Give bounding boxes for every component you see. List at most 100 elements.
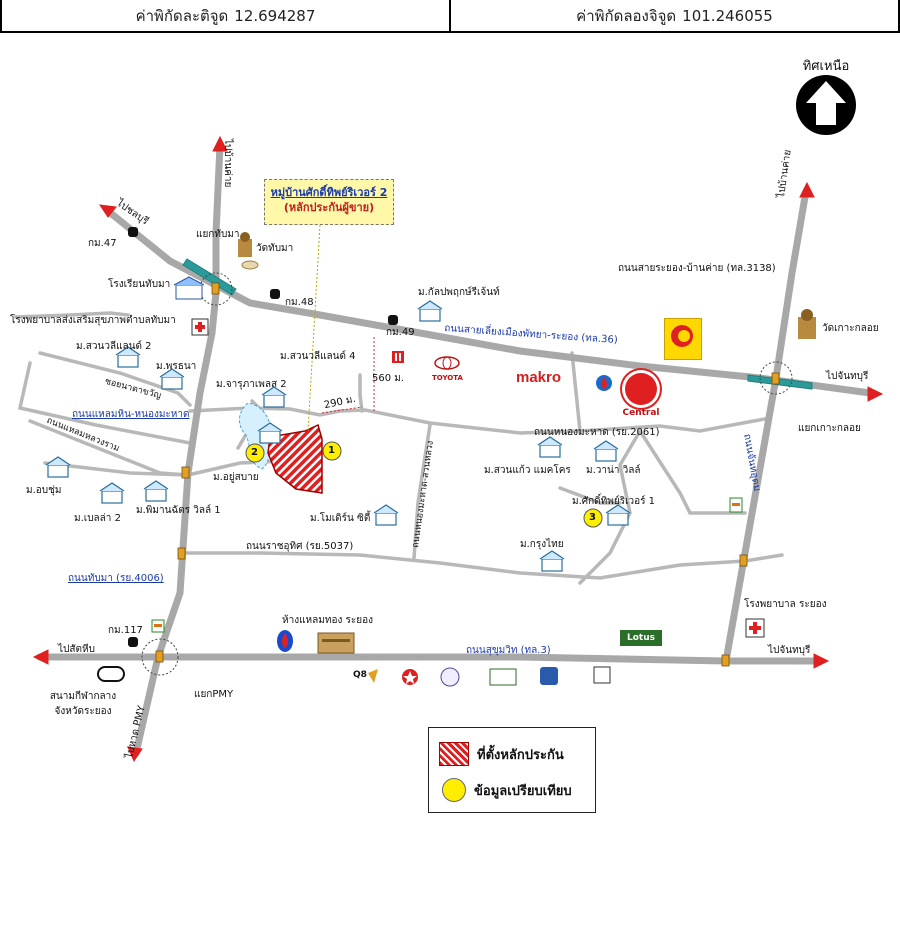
collateral-plot — [267, 423, 323, 494]
building-icon — [593, 666, 611, 684]
label-m-charoenpol2: ม.จารุภาเพลส 2 — [216, 379, 287, 390]
traffic-light-icon — [771, 372, 780, 385]
label-m-yusabai: ม.อยู่สบาย — [213, 472, 259, 483]
hospital-icon — [191, 318, 209, 336]
road-soi-pim — [43, 461, 190, 477]
marker-1-dot — [322, 441, 342, 461]
road-soi-east-b — [638, 429, 747, 515]
house-icon — [143, 480, 169, 502]
road-soi-west-c — [17, 361, 192, 445]
label-m-bella2: ม.เบลล่า 2 — [74, 513, 121, 524]
road-soi-west-a — [14, 311, 130, 319]
flyover-ko-kloi — [747, 374, 813, 390]
central-sun-icon — [625, 373, 657, 405]
makro-logo: makro — [516, 369, 562, 386]
north-arrow-icon — [796, 75, 856, 135]
label-wat-thap-ma: วัดทับมา — [256, 243, 294, 254]
road-soi-east-a — [570, 351, 582, 433]
distance-290-line — [321, 406, 363, 414]
map-legend: ที่ตั้งหลักประกัน ข้อมูลเปรียบเทียบ — [428, 727, 596, 813]
label-rd-3138: ถนนสายระยอง-บ้านค่าย (ทล.3138) — [618, 263, 776, 274]
road-soi-sakthip — [558, 486, 622, 505]
arrow-west-sattahip — [32, 649, 49, 665]
marker-2-label: 2 — [251, 447, 258, 458]
latitude-value: 12.694287 — [234, 6, 316, 25]
stadium-icon — [97, 666, 125, 682]
bank-icon — [540, 667, 558, 685]
lotus-logo: Lotus — [620, 630, 662, 646]
house-icon — [159, 368, 185, 390]
road-network — [14, 75, 884, 763]
km-post-icon — [128, 227, 138, 237]
shrine-icon — [241, 260, 259, 270]
legend-comparison-label: ข้อมูลเปรียบเทียบ — [474, 783, 572, 799]
q8-label: Q8 — [353, 670, 367, 680]
road-soi-center — [412, 423, 432, 560]
legend-comparison: ข้อมูลเปรียบเทียบ — [439, 778, 572, 802]
label-wat-ko-kloi: วัดเกาะกลอย — [822, 323, 879, 334]
traffic-light-icon — [211, 282, 220, 295]
road-soi-560 — [358, 373, 364, 413]
legend-collateral: ที่ตั้งหลักประกัน — [439, 742, 564, 766]
road-sukhumvit — [36, 653, 824, 665]
marker-1-label: 1 — [328, 445, 335, 456]
temple-icon — [238, 232, 252, 257]
road-ratchuthit — [182, 551, 784, 580]
arrow-east-chanthaburi-bot — [813, 653, 830, 669]
label-distance-560: 560 ม. — [372, 373, 405, 384]
toyota-label: TOYOTA — [432, 374, 463, 382]
label-rd-sukhumvit: ถนนสุขุมวิท (ทล.3) — [466, 645, 551, 656]
house-icon — [373, 504, 399, 526]
hospital-icon — [745, 618, 765, 638]
label-m-suankaeo: ม.สวนแก้ว แมคโคร — [484, 465, 571, 476]
label-m-kanlapaphruek: ม.กัลปพฤกษ์รีเจ้นท์ — [418, 287, 500, 298]
km-post-icon — [270, 289, 280, 299]
km-post-icon — [128, 637, 138, 647]
mall-icon — [317, 632, 355, 654]
label-to-ban-khai: ไปบ้านค่าย — [222, 139, 233, 188]
location-map: ทิศเหนือ หมู่บ้านศักดิ์ทิพย์ริเวอร์ 2 (ห… — [0, 33, 900, 936]
label-rd-laem-hin: ถนนแหลมหิน-หนองมะหาด — [72, 409, 190, 420]
label-m-phonthana: ม.พรธนา — [156, 361, 197, 372]
north-label: ทิศเหนือ — [802, 59, 850, 74]
traffic-light-icon — [739, 554, 748, 567]
house-icon — [257, 422, 283, 444]
big-c-icon — [671, 325, 693, 347]
big-c-logo — [664, 318, 702, 360]
bank-icon — [489, 668, 517, 686]
school-icon — [173, 276, 205, 300]
gas-station-icon — [596, 375, 612, 391]
callout-leader — [307, 224, 321, 432]
junction-ko-kloi — [759, 361, 793, 395]
arrow-north-bankhai — [212, 135, 228, 152]
label-m-suanwaliland4: ม.สวนวลีแลนด์ 4 — [280, 351, 356, 362]
central-label: Central — [622, 408, 660, 418]
label-to-chanthaburi: ไปจันทบุรี — [826, 371, 869, 382]
h-brand-icon — [392, 351, 404, 363]
label-rd-nong-mahat: ถนนหนองมะหาด (รย.2061) — [534, 427, 660, 438]
road-soi-west-b — [38, 351, 192, 407]
traffic-light-icon — [177, 547, 186, 560]
junction-pmy — [141, 638, 179, 676]
arrow-nw-chonburi — [98, 204, 117, 218]
house-icon — [605, 504, 631, 526]
toyota-icon — [434, 356, 461, 370]
toyota-logo: TOYOTA — [432, 355, 463, 382]
house-icon — [537, 436, 563, 458]
marker-3-dot — [583, 508, 603, 528]
label-yaek-pmy: แยกPMY — [194, 689, 234, 700]
house-icon — [539, 550, 565, 572]
label-m-krungthai: ม.กรุงไทย — [520, 539, 564, 550]
house-icon — [261, 386, 287, 408]
ptt-icon — [277, 630, 293, 652]
label-school-thap-ma: โรงเรียนทับมา — [108, 279, 171, 290]
road-chan-udom — [722, 187, 810, 665]
traffic-light-icon — [155, 650, 164, 663]
marker-3-label: 3 — [589, 512, 596, 523]
seven-eleven-icon — [151, 619, 165, 633]
house-icon — [417, 300, 443, 322]
road-yusabai — [186, 459, 287, 477]
km-post-icon — [388, 315, 398, 325]
latitude-cell: ค่าพิกัดละติจูด 12.694287 — [0, 0, 451, 31]
label-m-sakthip1: ม.ศักดิ์ทิพย์ริเวอร์ 1 — [572, 496, 656, 507]
